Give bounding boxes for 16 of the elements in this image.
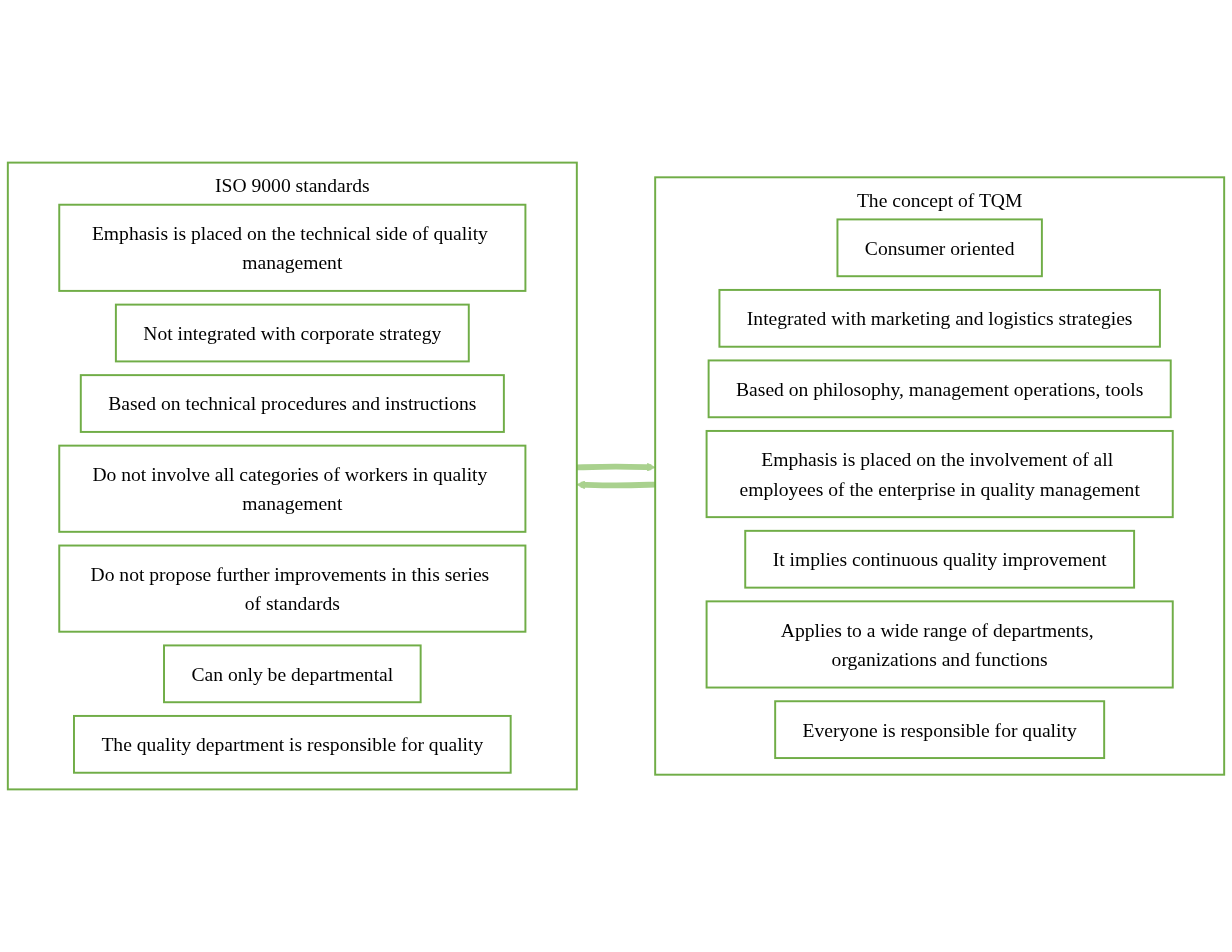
node-box: Based on philosophy, management operations, tools xyxy=(707,359,1172,419)
node-box: Do not propose further improvements in this series of standards xyxy=(58,544,527,633)
node-box: It implies continuous quality improvement xyxy=(744,529,1136,589)
arrow xyxy=(576,462,656,472)
node-box: Everyone is responsible for quality xyxy=(774,700,1106,760)
node-box: Based on technical procedures and instructions xyxy=(79,374,505,433)
node-box: Emphasis is placed on the technical side of quality management xyxy=(58,203,527,292)
node-box: The quality department is responsible for quality xyxy=(73,714,512,774)
node-box: Integrated with marketing and logistics strategies xyxy=(718,288,1161,348)
node-box: Emphasis is placed on the involvement of all employees of the enterprise in quality management xyxy=(705,429,1174,519)
node-box: Consumer oriented xyxy=(836,218,1043,278)
node-box: Can only be departmental xyxy=(163,644,422,704)
node-box: Not integrated with corporate strategy xyxy=(114,303,470,363)
node-box: Applies to a wide range of departments, organizations and functions xyxy=(705,600,1174,689)
arrow xyxy=(576,480,656,490)
node-box: Do not involve all categories of workers in quality management xyxy=(58,444,527,533)
